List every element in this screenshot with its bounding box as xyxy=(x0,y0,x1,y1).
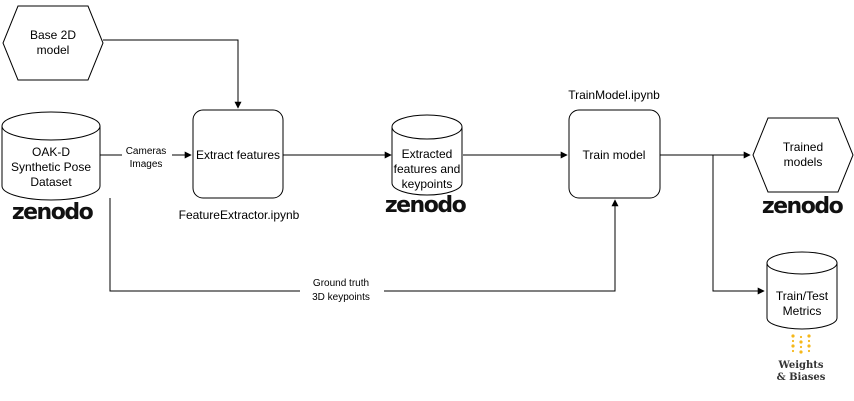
node-train-model-label: Train model xyxy=(583,148,646,162)
node-metrics-line1: Train/Test xyxy=(776,289,829,303)
edge-label-cameras: Cameras Images xyxy=(122,144,172,170)
node-metrics: Train/Test Metrics xyxy=(766,251,838,330)
node-extracted-line2: features and xyxy=(394,162,461,176)
node-extracted-line1: Extracted xyxy=(402,147,453,161)
wandb-dot xyxy=(791,339,795,343)
wandb-dot xyxy=(807,334,811,338)
wandb-dot xyxy=(799,340,803,344)
node-extracted-line3: keypoints xyxy=(402,177,453,191)
node-trained-line1: Trained xyxy=(783,140,823,154)
edge-base-to-extract xyxy=(103,39,242,109)
caption-train-model: TrainModel.ipynb xyxy=(568,88,660,102)
wandb-dot xyxy=(791,334,795,338)
node-dataset-line1: OAK-D xyxy=(32,145,70,159)
node-dataset: OAK-D Synthetic Pose Dataset xyxy=(1,111,101,201)
wandb-dot xyxy=(799,345,803,349)
edge-label-cameras-line2: Images xyxy=(130,159,163,170)
wandb-dots-icon xyxy=(791,334,811,354)
caption-feature-extractor: FeatureExtractor.ipynb xyxy=(179,208,300,222)
wandb-logo-line1: Weights xyxy=(777,360,823,371)
node-trained-line2: models xyxy=(784,155,823,169)
wandb-dot xyxy=(807,339,811,343)
node-dataset-line2: Synthetic Pose xyxy=(11,160,91,174)
wandb-logo-line2: & Biases xyxy=(777,372,826,383)
zenodo-logo-trained: zenodo xyxy=(762,194,844,219)
node-extracted-features: Extracted features and keypoints xyxy=(391,114,463,196)
zenodo-logo-extracted: zenodo xyxy=(385,193,467,218)
wandb-dot xyxy=(807,344,811,348)
wandb-dot xyxy=(807,349,811,353)
edge-label-ground-truth-line1: Ground truth xyxy=(313,278,369,289)
wandb-dot xyxy=(799,335,803,339)
wandb-dot xyxy=(791,344,795,348)
node-train-model: Train model xyxy=(568,109,661,199)
edge-label-ground-truth: Ground truth 3D keypoints xyxy=(300,276,384,304)
wandb-logo: Weights & Biases xyxy=(777,334,826,383)
node-dataset-line3: Dataset xyxy=(30,175,72,189)
node-trained-models: Trained models xyxy=(752,117,854,193)
node-base-model-line2: model xyxy=(37,43,70,57)
edge-label-cameras-line1: Cameras xyxy=(126,146,167,157)
edge-train-to-metrics xyxy=(712,155,765,295)
wandb-dot xyxy=(791,349,795,353)
zenodo-logo-dataset: zenodo xyxy=(12,200,94,225)
wandb-dot xyxy=(799,350,803,354)
node-extract-features-label: Extract features xyxy=(196,148,280,162)
node-metrics-line2: Metrics xyxy=(783,304,822,318)
node-base-model-line1: Base 2D xyxy=(30,28,76,42)
node-extract-features: Extract features xyxy=(192,109,284,199)
node-base-model: Base 2D model xyxy=(2,5,104,81)
edge-label-ground-truth-line2: 3D keypoints xyxy=(312,292,370,303)
